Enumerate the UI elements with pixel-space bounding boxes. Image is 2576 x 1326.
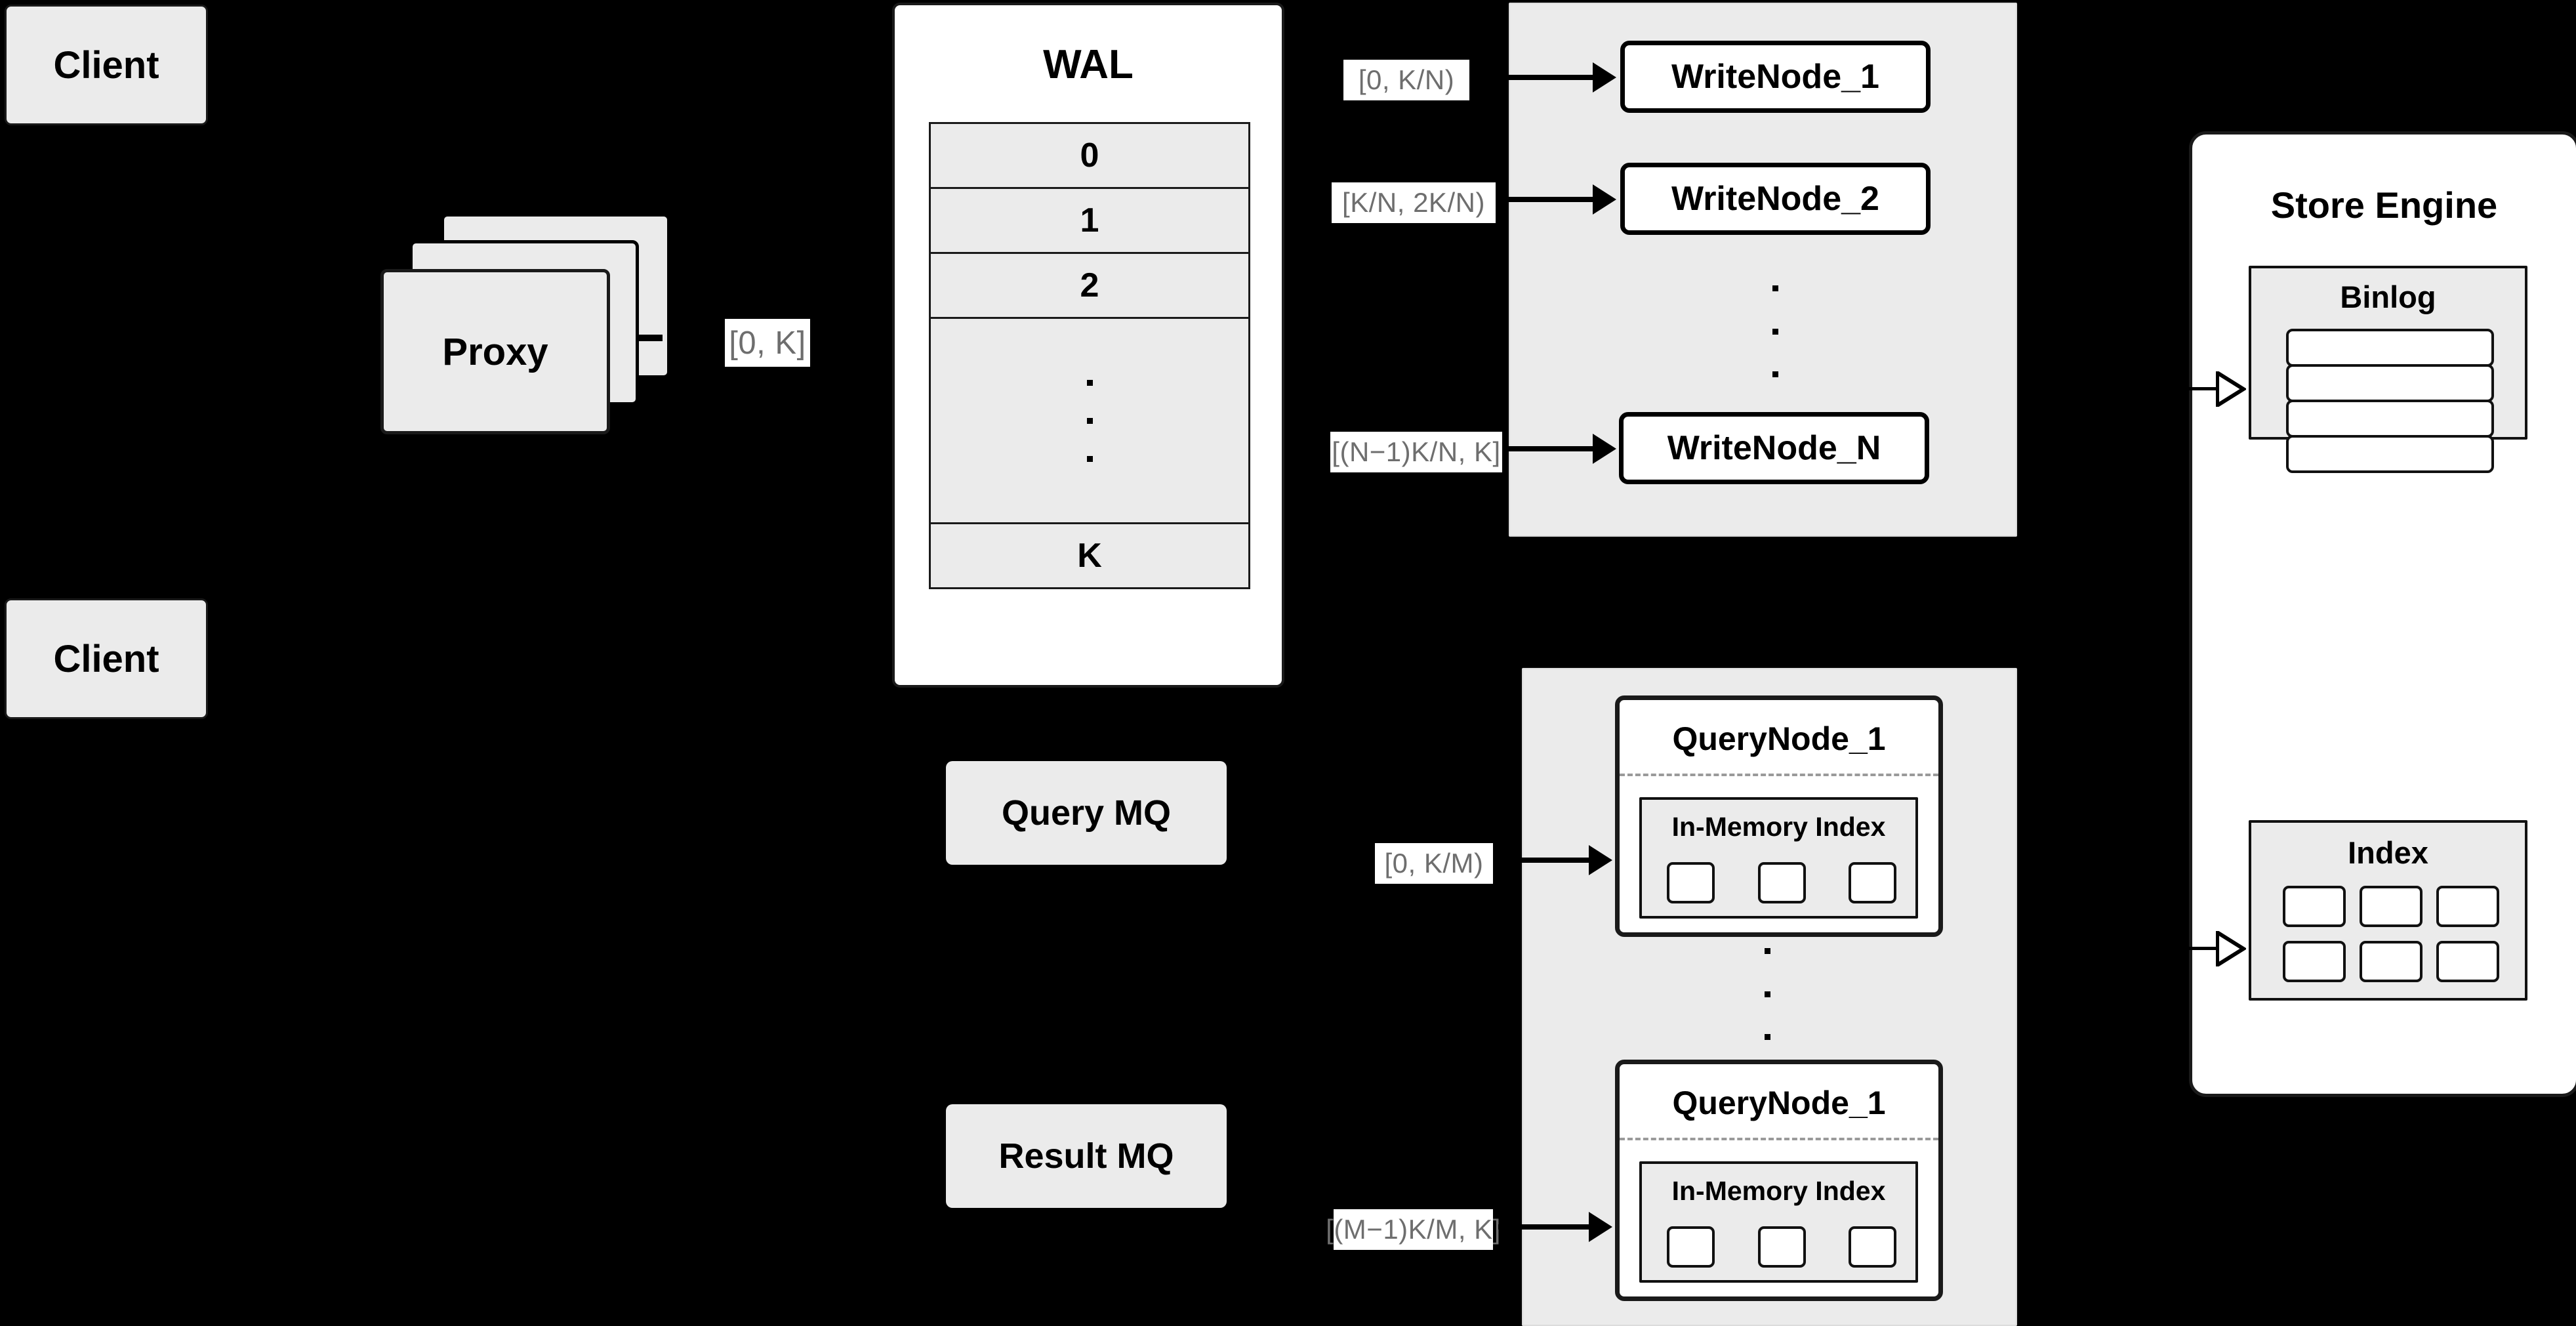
binlog-row[interactable] [2286,329,2494,367]
index-cell[interactable] [2360,886,2423,927]
query-node-1-arrow-head-icon [1589,845,1612,875]
query-mq-label: Query MQ [1001,793,1172,833]
index-segment[interactable] [1667,1226,1715,1268]
index-grid [2283,886,2499,982]
result-mq-box[interactable]: Result MQ [946,1104,1227,1208]
wal-row-2[interactable]: 2 [929,252,1250,319]
query-node-2-range-label: [(M−1)K/M, K] [1326,1209,1500,1250]
wal-row-k[interactable]: K [929,522,1250,589]
binlog-row[interactable] [2286,400,2494,438]
query-node-2[interactable]: QueryNode_1 In-Memory Index [1615,1060,1943,1301]
write-node-2[interactable]: WriteNode_2 [1620,163,1931,235]
query-mq-box[interactable]: Query MQ [946,761,1227,865]
write-node-1-arrow-head-icon [1593,62,1616,93]
query-node-1-index-segments [1667,862,1896,903]
index-segment[interactable] [1757,1226,1806,1268]
write-node-1[interactable]: WriteNode_1 [1620,41,1931,113]
query-node-1[interactable]: QueryNode_1 In-Memory Index [1615,695,1943,937]
write-node-2-range-label: [K/N, 2K/N) [1332,182,1496,223]
write-node-ellipsis-dots-icon [1771,285,1779,377]
query-node-1-index-panel: In-Memory Index [1639,797,1918,919]
binlog-inbound-arrow-line [2186,387,2220,390]
result-mq-label: Result MQ [998,1136,1174,1176]
binlog-panel: Binlog [2249,266,2527,473]
wal-row-ellipsis [929,317,1250,524]
query-node-1-range-label: [0, K/M) [1375,843,1493,884]
store-engine-title: Store Engine [2270,184,2498,226]
write-node-2-arrow-line [1502,197,1594,202]
write-node-1-label: WriteNode_1 [1671,58,1879,96]
wal-row-0[interactable]: 0 [929,122,1250,189]
write-node-2-label: WriteNode_2 [1671,180,1879,218]
wal-title: WAL [1043,42,1134,87]
index-segment[interactable] [1667,862,1715,903]
query-node-2-index-title: In-Memory Index [1671,1176,1886,1206]
query-node-2-separator [1620,1138,1938,1140]
index-panel: Index [2249,820,2527,1001]
wal-rows: 0 1 2 K [929,122,1250,589]
binlog-title: Binlog [2340,280,2436,314]
wal-container: WAL 0 1 2 K [892,3,1284,688]
client-label-1: Client [53,43,159,87]
query-node-2-label: QueryNode_1 [1672,1085,1886,1121]
index-cell[interactable] [2283,886,2346,927]
index-cell[interactable] [2436,886,2499,927]
query-node-2-index-segments [1667,1226,1896,1268]
index-inbound-arrow-line [2186,947,2220,950]
index-cell[interactable] [2283,941,2346,982]
query-node-1-separator [1620,774,1938,776]
write-node-1-arrow-line [1496,75,1594,80]
index-cell[interactable] [2360,941,2423,982]
store-engine-container: Store Engine Binlog Index [2189,131,2576,1097]
binlog-row[interactable] [2286,364,2494,402]
index-title: Index [2348,835,2428,870]
write-node-n-arrow-line [1503,446,1594,451]
proxy-label: Proxy [442,330,548,373]
index-cell[interactable] [2436,941,2499,982]
binlog-inbound-arrow-head-icon [2216,371,2246,407]
write-node-n[interactable]: WriteNode_N [1619,412,1929,484]
write-node-1-range-label: [0, K/N) [1343,60,1469,100]
index-segment[interactable] [1757,862,1806,903]
write-node-n-label: WriteNode_N [1667,429,1881,467]
client-box-2[interactable]: Client [5,598,208,719]
proxy-range-label: [0, K] [725,319,810,367]
binlog-rows [2286,329,2494,473]
proxy-box[interactable]: Proxy [380,269,610,434]
query-node-2-arrow-head-icon [1589,1212,1612,1242]
binlog-row[interactable] [2286,435,2494,473]
query-node-2-arrow-line [1498,1224,1590,1230]
client-box-1[interactable]: Client [5,5,208,125]
query-node-2-index-panel: In-Memory Index [1639,1161,1918,1283]
index-inbound-arrow-head-icon [2216,931,2246,966]
write-node-n-arrow-head-icon [1593,434,1616,464]
write-node-n-range-label: [(N−1)K/N, K] [1330,432,1502,472]
query-node-1-arrow-line [1498,858,1590,863]
query-node-ellipsis-dots-icon [1763,948,1771,1040]
wal-row-1[interactable]: 1 [929,187,1250,254]
query-node-1-label: QueryNode_1 [1672,720,1886,757]
write-node-2-arrow-head-icon [1593,184,1616,215]
proxy-connector-nub [638,335,663,341]
client-label-2: Client [53,637,159,680]
index-segment[interactable] [1849,1226,1896,1268]
wal-vertical-dots-icon [1086,379,1093,462]
query-node-1-index-title: In-Memory Index [1671,812,1886,842]
index-segment[interactable] [1849,862,1896,903]
